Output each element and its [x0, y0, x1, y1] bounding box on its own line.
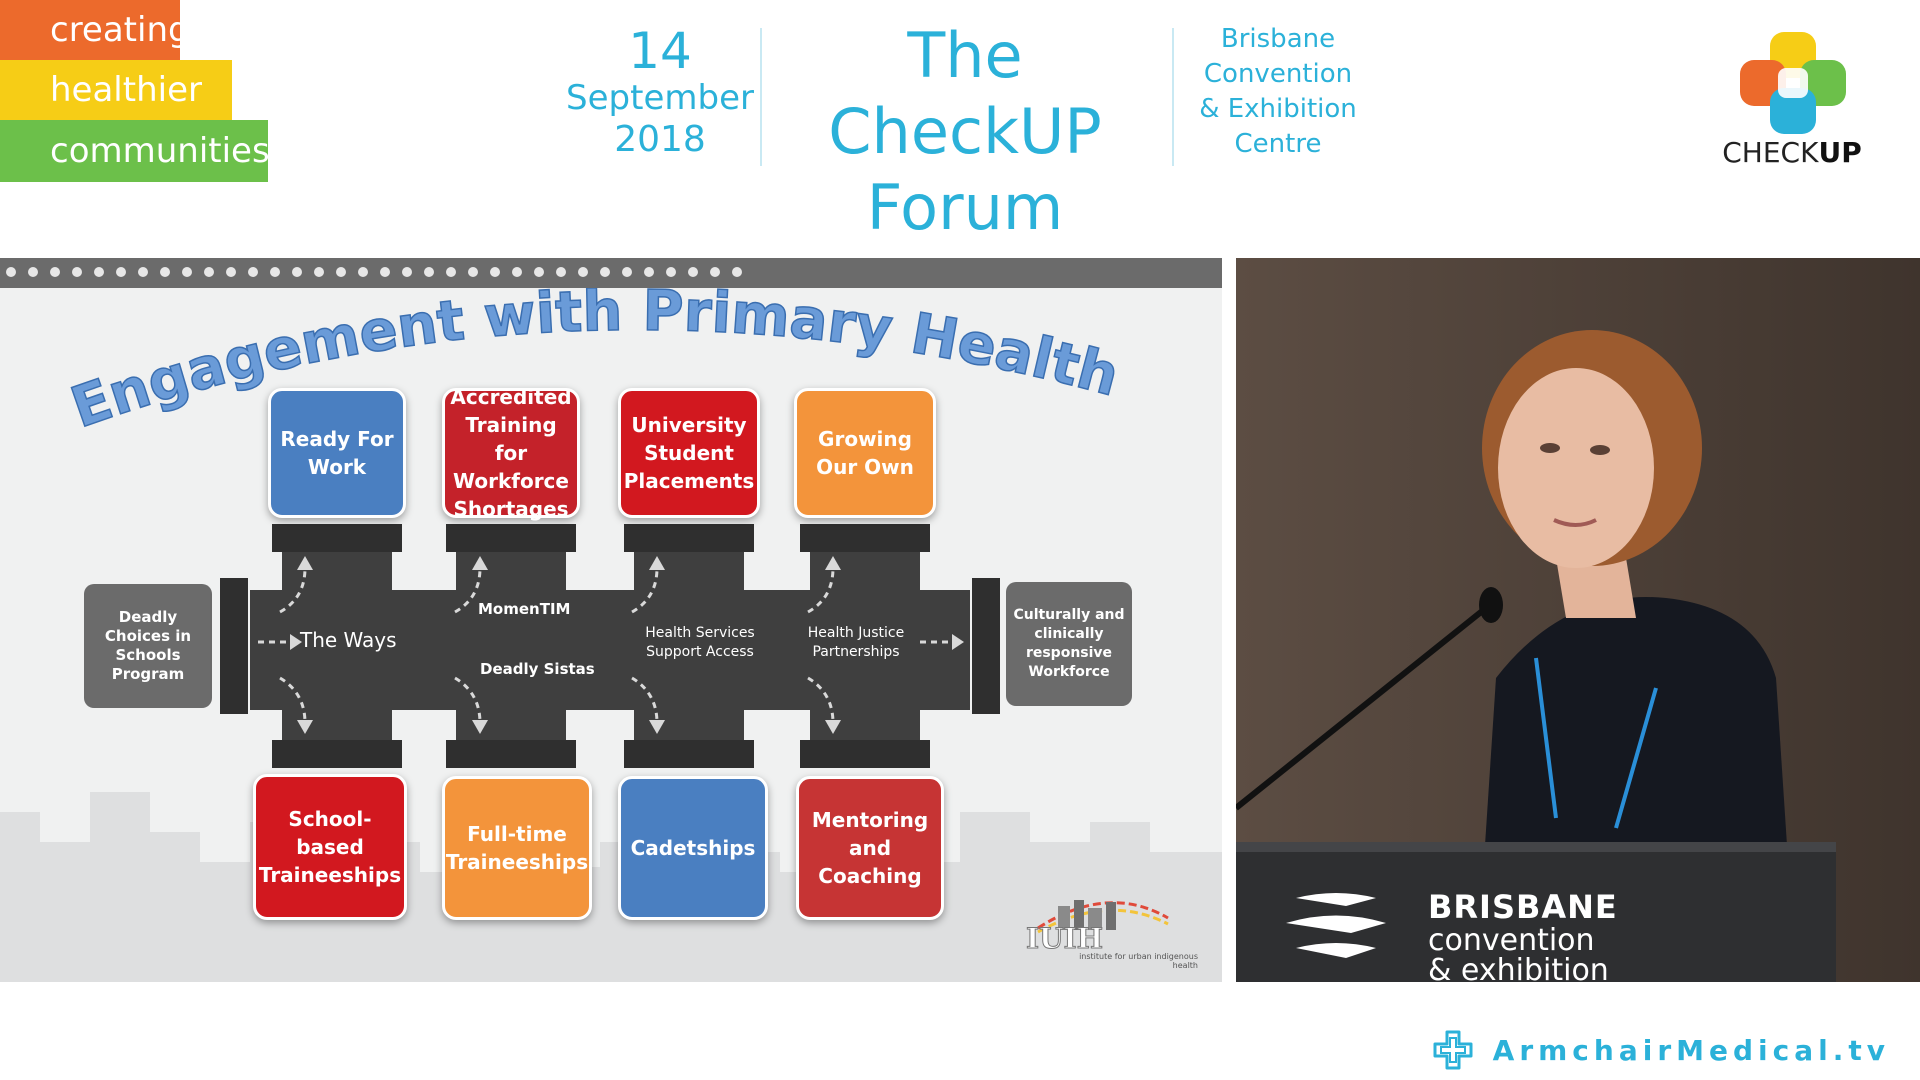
podium-text: BRISBANE convention & exhibition	[1428, 888, 1618, 982]
slide-top-bar	[0, 258, 1222, 288]
tagline-creating: creating	[0, 0, 190, 60]
speaker-image	[1236, 258, 1920, 982]
box-growing-our-own: Growing Our Own	[794, 388, 936, 518]
venue-line: & Exhibition	[1199, 94, 1357, 124]
box-deadly-choices: Deadly Choices in Schools Program	[84, 584, 212, 708]
box-cadetships: Cadetships	[618, 776, 768, 920]
podium-line2: convention	[1428, 923, 1595, 958]
footer-brand[interactable]: ArmchairMedical.tv	[1429, 1028, 1890, 1072]
pathway-the-ways: The Ways	[300, 628, 397, 652]
tagline-healthier: healthier	[0, 60, 232, 120]
medical-cross-icon	[1433, 1030, 1473, 1070]
event-venue: Brisbane Convention & Exhibition Centre	[1185, 22, 1371, 162]
pathway-health-justice: Health Justice Partnerships	[807, 625, 905, 660]
event-day: 14	[628, 22, 692, 80]
box-ready-for-work: Ready For Work	[268, 388, 406, 518]
podium-line1: BRISBANE	[1428, 888, 1618, 926]
logo-text-a: CHECK	[1722, 136, 1819, 169]
presentation-slide: Engagement with Primary Health Care	[0, 258, 1222, 982]
tagline-communities: communities	[0, 120, 270, 182]
box-university-placements: University Student Placements	[618, 388, 760, 518]
event-date: 14 September 2018	[560, 24, 760, 162]
iuih-logo-text: IUIH	[1025, 922, 1104, 956]
box-culturally-responsive: Culturally and clinically responsive Wor…	[1006, 582, 1132, 706]
box-accredited-training: Accredited Training for Workforce Shorta…	[442, 385, 580, 521]
speaker-video: BRISBANE convention & exhibition	[1236, 258, 1920, 982]
pathway-deadly-sistas: Deadly Sistas	[480, 660, 595, 678]
slide-dots	[6, 267, 742, 277]
pathway-momentim: MomenTIM	[478, 600, 571, 618]
logo-text-b: UP	[1818, 136, 1862, 169]
venue-line: Convention	[1203, 59, 1353, 89]
box-full-time-traineeships: Full-time Traineeships	[442, 776, 592, 920]
skyline-background	[0, 792, 1222, 982]
venue-line: Centre	[1234, 129, 1322, 159]
venue-line: Brisbane	[1220, 24, 1336, 54]
footer-brand-text: ArmchairMedical.tv	[1492, 1033, 1890, 1067]
event-title-line1: The CheckUP	[828, 19, 1102, 168]
event-month: September	[566, 78, 754, 118]
event-year: 2018	[614, 119, 706, 160]
podium-line3: & exhibition	[1428, 953, 1609, 983]
box-mentoring-coaching: Mentoring and Coaching	[796, 776, 944, 920]
box-school-based-traineeships: School-based Traineeships	[253, 774, 407, 920]
event-title: The CheckUP Forum	[770, 18, 1160, 246]
checkup-logo: CHECKUP	[1712, 30, 1872, 170]
pathway-road	[220, 524, 1000, 768]
divider	[760, 28, 762, 166]
event-title-line2: Forum	[866, 171, 1064, 244]
pathway-health-services: Health Services Support Access	[645, 625, 755, 660]
iuih-caption: institute for urban indigenous health	[1079, 952, 1198, 970]
checkup-cross-icon	[1740, 32, 1846, 134]
divider	[1172, 28, 1174, 166]
slide-title: Engagement with Primary Health Care	[60, 288, 1126, 442]
checkup-logo-text: CHECKUP	[1712, 136, 1872, 169]
iuih-logo: IUIH institute for urban indigenous heal…	[1018, 888, 1198, 970]
